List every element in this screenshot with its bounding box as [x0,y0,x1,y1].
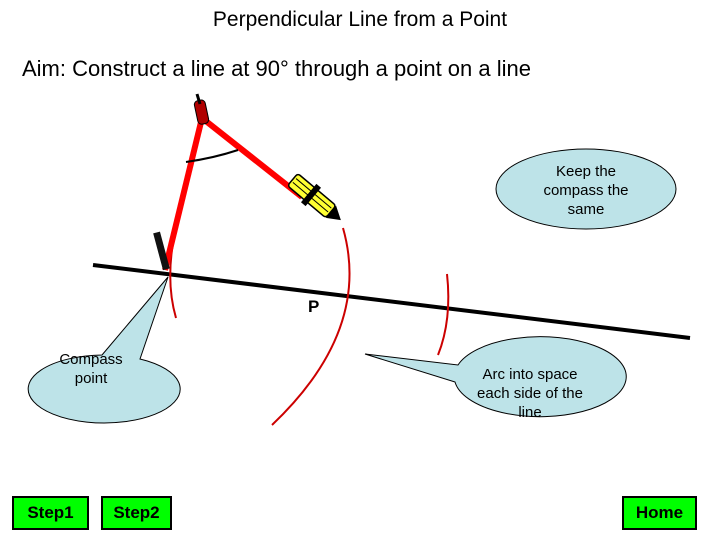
compass-hinge-arc [185,149,239,163]
compass-point-text: Compass point [59,351,123,387]
step1-button[interactable]: Step1 [12,496,89,530]
home-button[interactable]: Home [622,496,697,530]
pencil-icon [287,173,341,221]
base-line [92,263,691,340]
point-label-p: P [308,297,320,316]
keep-compass-callout [495,148,677,230]
compass-head [193,99,210,125]
arc-callout-text: Arc into space each side of the line [477,366,583,421]
compass-handle [195,93,202,105]
keep-compass-text: Keep the compass the same [543,163,629,218]
large-arc [271,227,351,426]
step2-button[interactable]: Step2 [101,496,172,530]
compass-left-leg [162,117,205,271]
compass-point-callout [27,276,181,424]
right-arc [437,273,450,356]
page-title: Perpendicular Line from a Point [212,8,508,31]
compass-right-leg [200,115,304,200]
arc-callout [364,336,627,418]
aim-text: Aim: Construct a line at 90° through a p… [22,56,531,81]
compass-needle [153,231,170,271]
